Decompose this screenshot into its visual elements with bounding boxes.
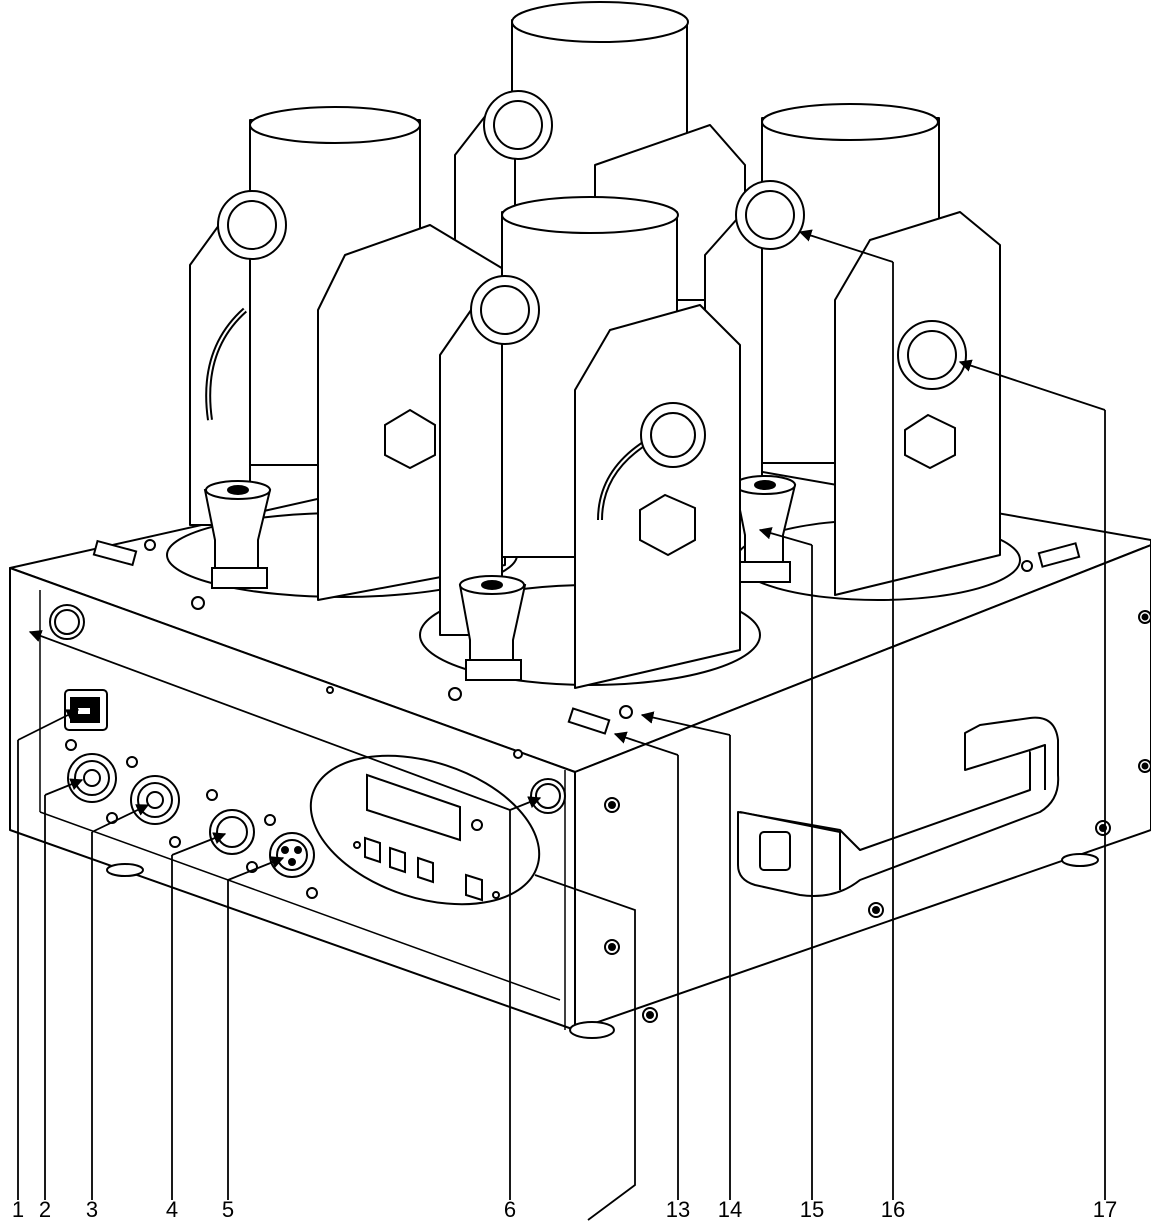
callout-1: 1 [12, 1197, 24, 1222]
mount-post-front [458, 575, 527, 681]
carry-handle [737, 716, 1060, 897]
callout-16: 16 [881, 1197, 905, 1222]
callout-5: 5 [222, 1197, 234, 1222]
down-button[interactable] [417, 856, 434, 884]
mount-post-right [733, 475, 797, 583]
side-screws [604, 610, 1151, 1023]
up-button[interactable] [389, 846, 406, 874]
callout-14: 14 [718, 1197, 742, 1222]
control-panel [309, 754, 541, 906]
enter-button[interactable] [465, 873, 483, 902]
tube-holder-right [704, 103, 1021, 601]
front-plate [574, 304, 741, 689]
fuse-holder [49, 604, 566, 899]
knob-back [483, 90, 553, 160]
lcd-display [366, 773, 461, 842]
callout-6: 6 [504, 1197, 516, 1222]
menu-button[interactable] [364, 836, 381, 864]
right-plate-front [834, 211, 1001, 596]
power-switch[interactable] [64, 689, 108, 731]
callout-4: 4 [166, 1197, 178, 1222]
callout-numbers: 1 2 3 4 5 6 13 14 15 16 17 [12, 1197, 1117, 1222]
callout-13: 13 [666, 1197, 690, 1222]
callout-17: 17 [1093, 1197, 1117, 1222]
callout-2: 2 [39, 1197, 51, 1222]
knob-right-side [897, 320, 967, 470]
tube-holder-front [419, 196, 761, 689]
top-plate-details [92, 539, 1081, 735]
mount-post-left [203, 480, 272, 589]
callout-15: 15 [800, 1197, 824, 1222]
panel-highlight-ellipse [309, 754, 541, 906]
knob-right-top [735, 180, 805, 250]
xlr-connectors [206, 789, 318, 899]
knob-left [217, 190, 436, 470]
callout-3: 3 [86, 1197, 98, 1222]
box-right-face [574, 544, 1151, 1031]
leader-lines [17, 229, 1106, 1221]
knob-front [470, 275, 706, 557]
